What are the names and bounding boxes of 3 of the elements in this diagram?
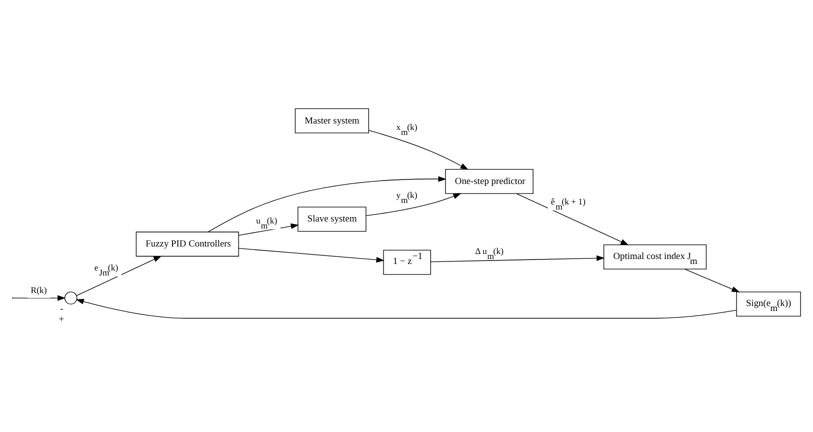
edge-label: R(k) (30, 284, 47, 294)
node-label: + (58, 314, 64, 324)
node-label: - (60, 304, 64, 314)
